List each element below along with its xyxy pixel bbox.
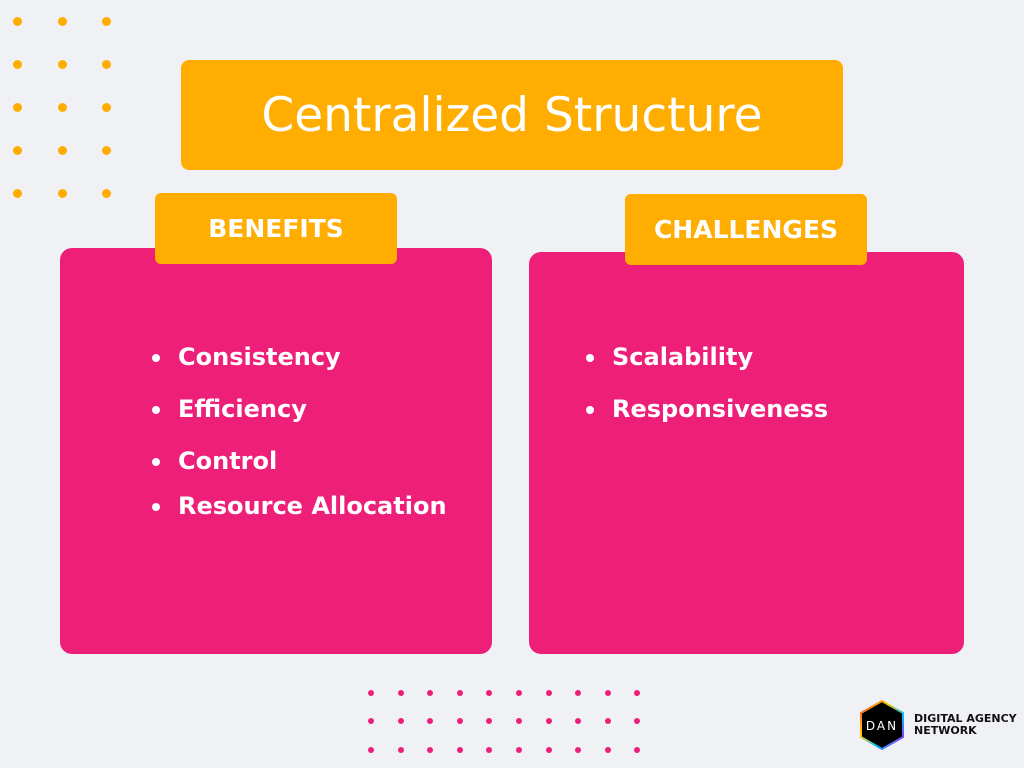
decorative-dot: [486, 690, 493, 696]
list-item: Resource Allocation: [152, 489, 447, 541]
decorative-dot: [57, 16, 67, 26]
decorative-dot: [486, 747, 493, 753]
list-item: Scalability: [586, 340, 828, 392]
challenges-card: [529, 252, 964, 654]
list-item: Responsiveness: [586, 392, 828, 444]
list-item: Consistency: [152, 340, 447, 392]
decorative-dot: [12, 145, 22, 155]
decorative-dot: [545, 690, 552, 696]
decorative-dot: [368, 718, 374, 724]
decorative-dot: [575, 690, 582, 696]
decorative-dot: [604, 718, 611, 724]
benefits-list: Consistency Efficiency Control Resource …: [152, 340, 447, 541]
decorative-dot: [397, 690, 404, 696]
decorative-dot: [12, 102, 22, 112]
decorative-dot: [486, 718, 493, 724]
decorative-dot: [427, 718, 434, 724]
decorative-dot: [12, 16, 22, 26]
decorative-dot: [101, 16, 111, 26]
decorative-dot: [57, 59, 67, 69]
decorative-dot: [545, 747, 552, 753]
decorative-dot: [516, 747, 522, 753]
decorative-dot: [634, 690, 641, 696]
decorative-dot: [456, 690, 463, 696]
decorative-dot: [427, 747, 434, 753]
decorative-dot: [634, 747, 641, 753]
decorative-dot: [397, 747, 404, 753]
decorative-dot: [57, 145, 67, 155]
decorative-dot: [101, 102, 111, 112]
challenges-label: CHALLENGES: [625, 194, 867, 265]
logo-line-1: DIGITAL AGENCY: [914, 712, 1017, 725]
decorative-dot: [368, 690, 374, 696]
decorative-dot: [101, 59, 111, 69]
list-item: Efficiency: [152, 392, 447, 444]
logo-line-2: NETWORK: [914, 724, 977, 737]
benefits-card: [60, 248, 492, 654]
benefits-label: BENEFITS: [155, 193, 397, 264]
decorative-dot: [604, 747, 611, 753]
decorative-dot: [516, 690, 522, 696]
decorative-dot: [575, 718, 582, 724]
decorative-dot: [604, 690, 611, 696]
decorative-dot: [516, 718, 522, 724]
dan-hexagon-icon: DAN: [860, 699, 904, 751]
decorative-dot: [57, 102, 67, 112]
page-title: Centralized Structure: [181, 60, 843, 170]
decorative-dot: [456, 718, 463, 724]
decorative-dot: [575, 747, 582, 753]
decorative-dot: [427, 690, 434, 696]
decorative-dot: [397, 718, 404, 724]
decorative-dot: [456, 747, 463, 753]
dan-logo: DAN DIGITAL AGENCY NETWORK: [860, 699, 1017, 751]
decorative-dot: [634, 718, 641, 724]
decorative-dot: [57, 188, 67, 198]
decorative-dot: [12, 59, 22, 69]
decorative-dot: [545, 718, 552, 724]
decorative-dot: [12, 188, 22, 198]
list-item: Control: [152, 444, 447, 489]
decorative-dot: [368, 747, 374, 753]
svg-text:DAN: DAN: [866, 719, 898, 733]
challenges-list: Scalability Responsiveness: [586, 340, 828, 444]
decorative-dot: [101, 145, 111, 155]
decorative-dot: [101, 188, 111, 198]
